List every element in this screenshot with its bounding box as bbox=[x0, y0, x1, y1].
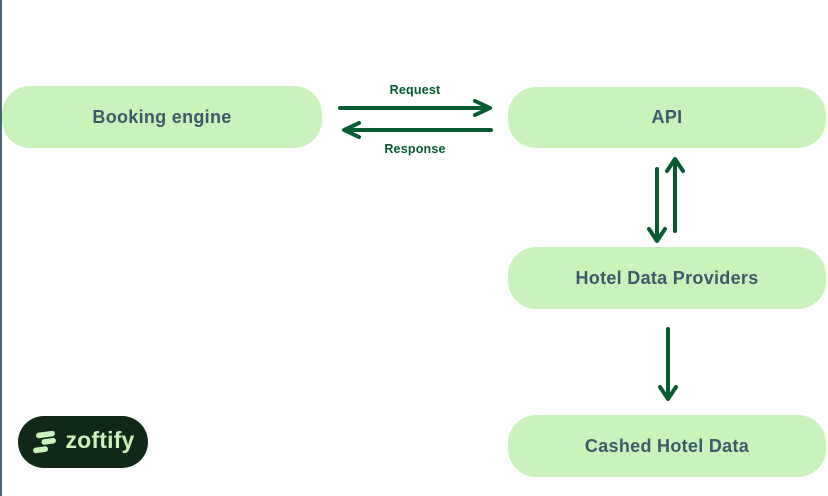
edge-label-response: Response bbox=[384, 142, 446, 156]
node-booking-engine-label: Booking engine bbox=[92, 106, 232, 127]
zoftify-bars-icon bbox=[33, 430, 57, 453]
zoftify-logo-text: zoftify bbox=[65, 427, 135, 453]
node-api: API bbox=[508, 87, 826, 148]
arrow-down-icon bbox=[658, 327, 678, 401]
arrow-up-down-icon bbox=[647, 157, 685, 243]
node-api-label: API bbox=[651, 107, 683, 127]
arrow-left-icon bbox=[342, 121, 493, 139]
node-booking-engine: Booking engine bbox=[2, 86, 322, 148]
node-cashed-hotel-data: Cashed Hotel Data bbox=[508, 415, 826, 477]
node-hotel-data-providers-label: Hotel Data Providers bbox=[575, 267, 759, 288]
left-border-line bbox=[0, 0, 2, 496]
node-cashed-hotel-data-label: Cashed Hotel Data bbox=[584, 435, 750, 456]
edge-label-request: Request bbox=[389, 83, 441, 97]
node-hotel-data-providers: Hotel Data Providers bbox=[508, 247, 826, 309]
zoftify-logo: zoftify bbox=[18, 416, 148, 468]
arrow-right-icon bbox=[338, 99, 492, 117]
